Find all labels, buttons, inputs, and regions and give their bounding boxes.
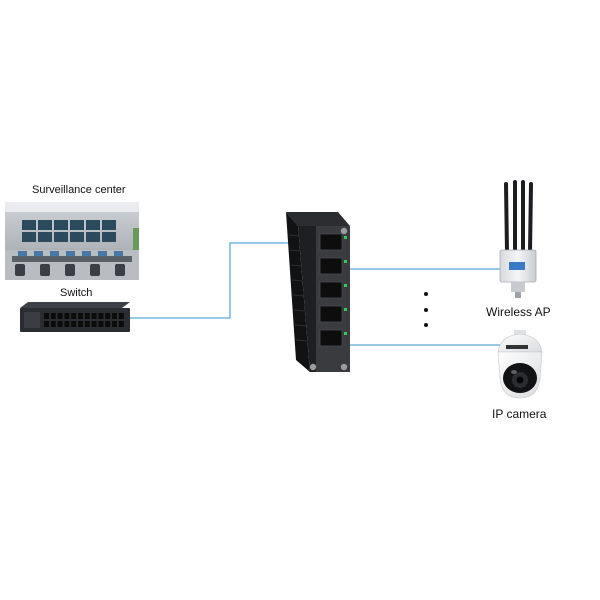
link-switch-to-industrial-switch [130,242,318,319]
switch-port [44,313,49,319]
switch-port [84,321,90,327]
switch-port [50,321,56,327]
rj45-port [319,329,343,347]
switch-port [112,313,117,319]
surveillance-center-image [5,202,139,280]
port-led [344,308,347,311]
rj45-port [319,257,343,275]
switch-port [57,321,63,327]
switch-port [91,321,97,327]
port-led [344,284,347,287]
port-led [344,260,347,263]
rj45-port [319,281,343,299]
switch-port [71,313,77,319]
switch-port [118,321,124,327]
switch-port [112,321,117,327]
switch-port [105,321,111,327]
switch-label: Switch [60,287,93,299]
ip-camera-image [497,330,543,399]
switch-port [105,313,111,319]
switch-port [98,313,104,319]
switch-image [20,302,130,332]
switch-port [57,313,63,319]
more-devices-ellipsis [424,292,428,327]
switch-port [44,321,49,327]
rj45-port [319,305,343,323]
switch-port [78,313,83,319]
switch-port [84,313,90,319]
switch-port [118,313,124,319]
wireless-ap-image [499,180,537,298]
switch-port [91,313,97,319]
switch-port [71,321,77,327]
switch-port [64,313,70,319]
industrial-switch-image [286,212,350,372]
port-led [344,236,347,239]
rj45-port [319,233,343,251]
switch-port [50,313,56,319]
port-led [344,332,347,335]
switch-port [78,321,83,327]
surveillance-center-label: Surveillance center [32,184,126,196]
ip-camera-label: IP camera [492,407,547,421]
switch-port [64,321,70,327]
wireless-ap-label: Wireless AP [486,305,551,319]
switch-port [98,321,104,327]
